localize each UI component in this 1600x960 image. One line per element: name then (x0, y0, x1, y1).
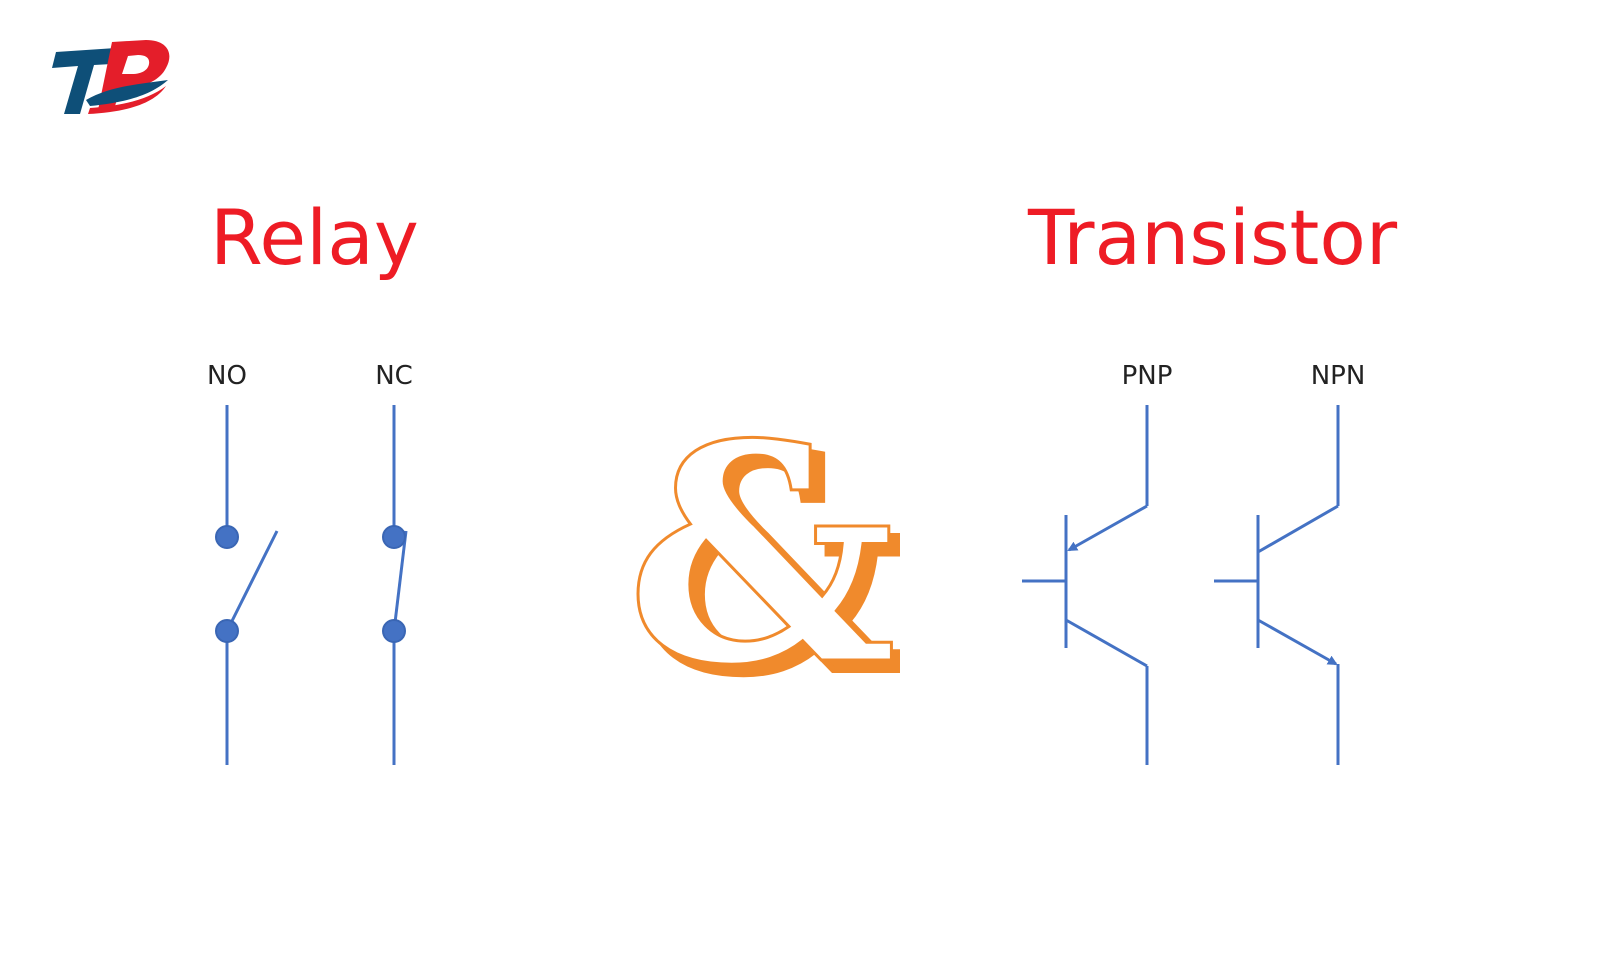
nc-contact-label: NC (375, 361, 413, 391)
svg-text:&: & (638, 410, 900, 730)
npn-label: NPN (1310, 361, 1366, 391)
pnp-transistor-symbol (1022, 405, 1149, 765)
tp-logo (52, 40, 170, 114)
transistor-heading: Transistor (1028, 193, 1398, 282)
no-contact-label: NO (207, 361, 247, 391)
npn-transistor-symbol (1214, 405, 1340, 765)
ampersand-icon: & & (625, 410, 901, 730)
no-contact-symbol (215, 405, 279, 765)
nc-contact-symbol (382, 405, 408, 765)
pnp-label: PNP (1121, 361, 1173, 391)
relay-heading: Relay (210, 193, 419, 282)
svg-text:&: & (626, 410, 897, 730)
